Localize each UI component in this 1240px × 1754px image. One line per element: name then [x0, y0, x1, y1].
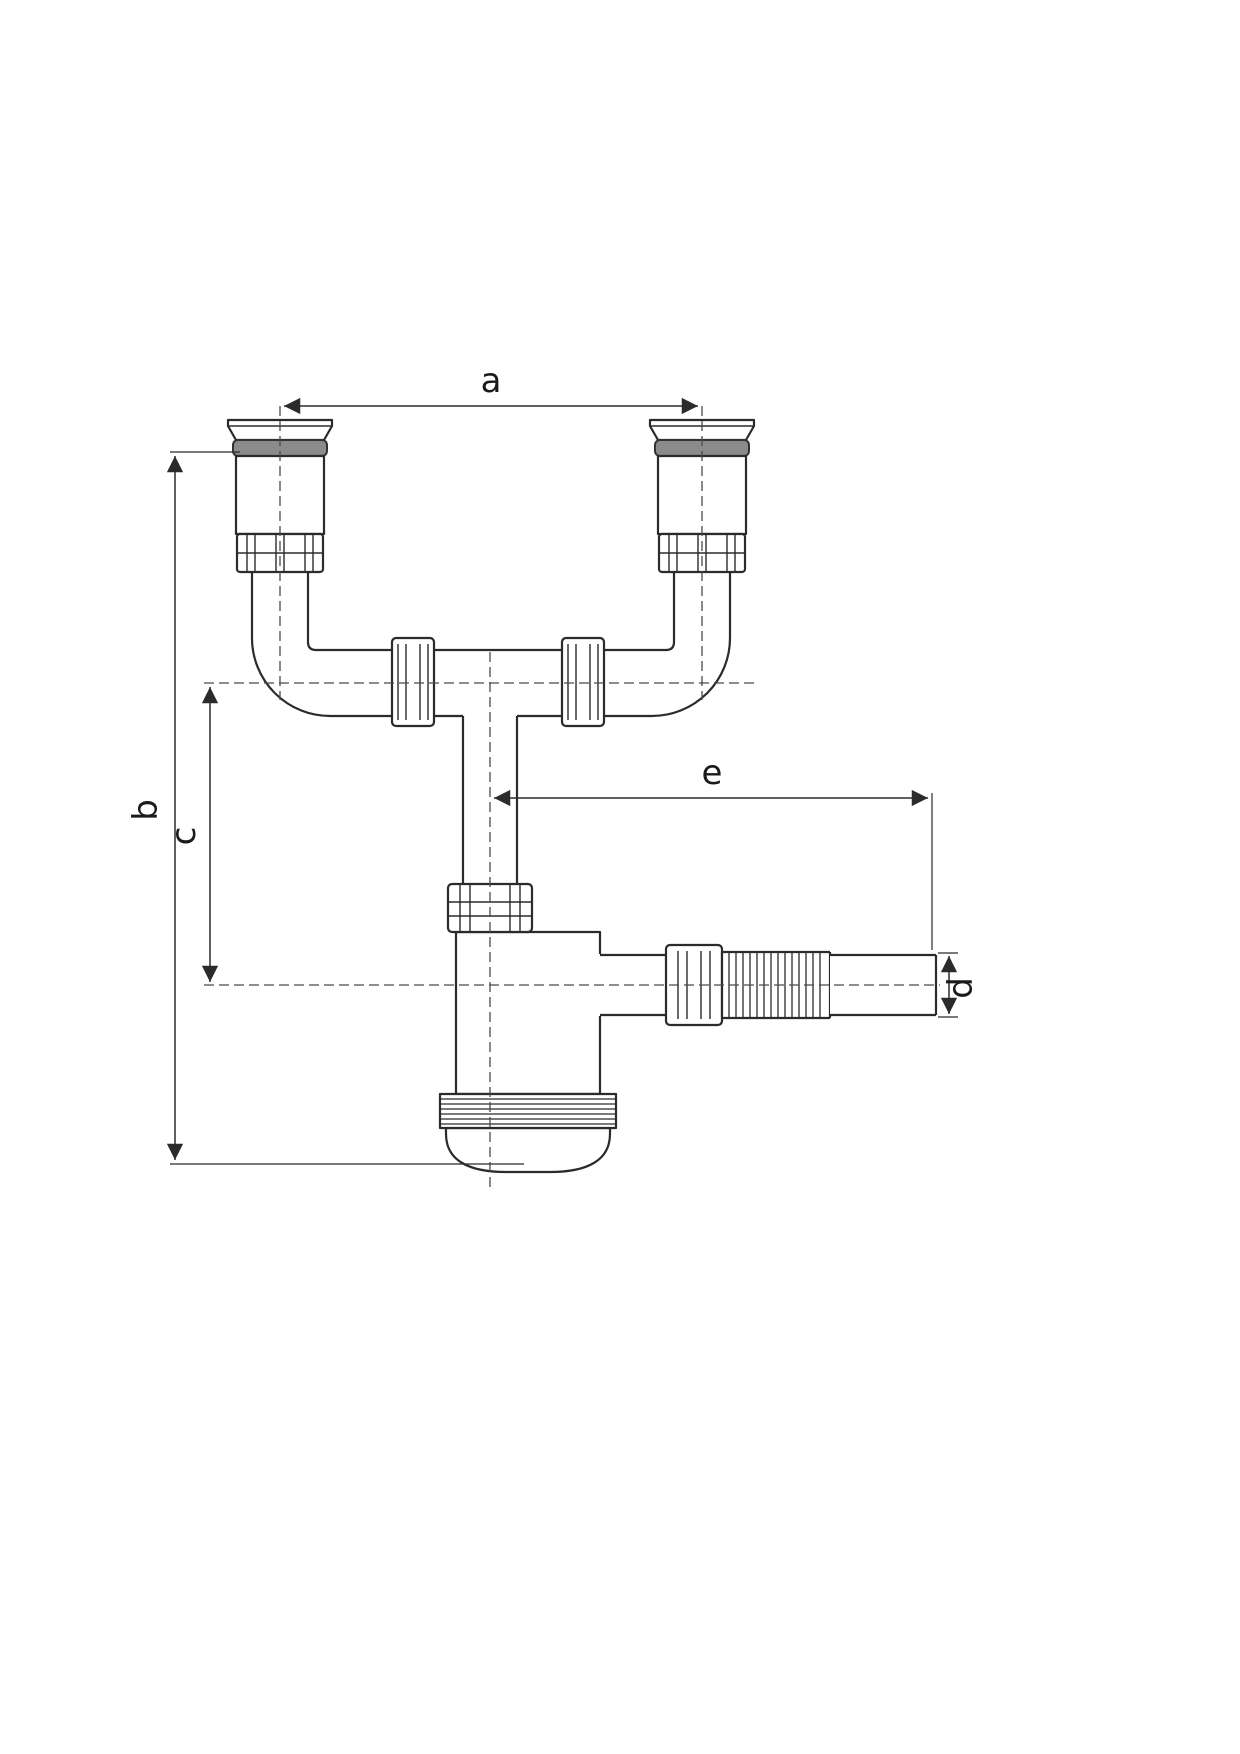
- left-elbow-pipe: [252, 558, 517, 716]
- coupling-left: [390, 636, 436, 728]
- trap-threaded-ring: [438, 1092, 618, 1130]
- dimension-c: c: [164, 687, 219, 982]
- coupling-right: [560, 636, 606, 728]
- dimension-label-b: b: [126, 799, 166, 821]
- dimension-d: d: [938, 952, 981, 1018]
- dimension-e: e: [494, 753, 933, 950]
- waste-pipes: [250, 558, 732, 718]
- dimension-label-c: c: [164, 827, 204, 846]
- right-elbow-pipe: [463, 558, 730, 716]
- centerlines: [204, 406, 940, 1188]
- trap-body: [454, 930, 602, 1096]
- dimension-label-d: d: [941, 977, 981, 999]
- trap-dome: [444, 1126, 612, 1174]
- dimension-label-e: e: [702, 753, 723, 793]
- dimension-label-a: a: [481, 361, 502, 401]
- dimension-b: b: [126, 451, 524, 1165]
- dimension-a: a: [284, 361, 698, 415]
